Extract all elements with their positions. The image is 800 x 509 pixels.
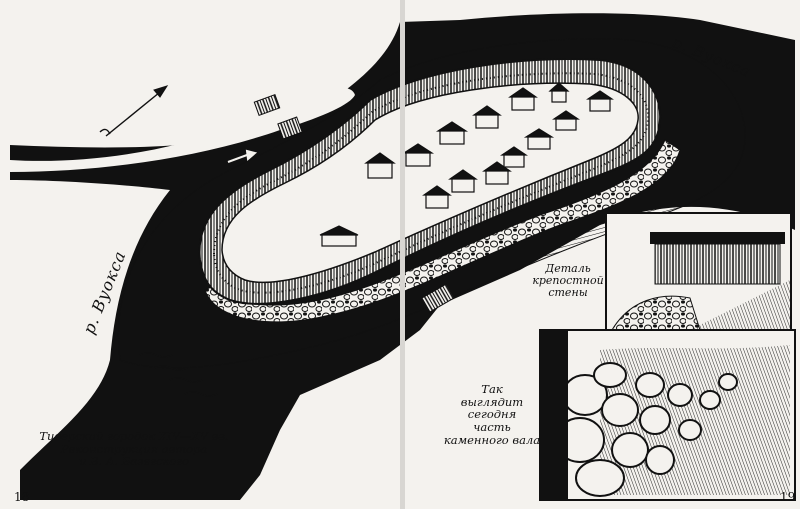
caption-main-line2: Реконструкция автора <box>60 441 208 456</box>
flow-arrows <box>175 132 550 273</box>
page-number-left: 18 <box>14 490 30 504</box>
page-gutter <box>400 0 405 509</box>
caption-stone-line4: часть <box>473 419 511 434</box>
north-arrow-icon <box>99 85 169 137</box>
caption-detail-line1: Деталь <box>545 262 591 275</box>
water-ripples <box>139 352 218 397</box>
page-number-right: 19 <box>780 490 796 504</box>
inset-stone-drawing <box>540 330 790 500</box>
caption-stone-rampart: Так выглядит сегодня часть каменного вал… <box>442 383 542 446</box>
caption-detail-line2: крепостной <box>532 274 604 288</box>
caption-main: Тиверский городок XIV—XV вв. Реконструкц… <box>34 430 234 468</box>
caption-detail-line3: стены <box>548 286 588 300</box>
caption-stone-line5: каменного вала <box>443 432 541 447</box>
caption-main-line3: и В. А. Базегского <box>78 454 189 469</box>
caption-stone-line1: Так <box>481 382 503 396</box>
caption-stone-line2: выглядит <box>460 394 524 409</box>
caption-wall-detail: Деталь крепостной стены <box>528 262 608 300</box>
wall-walk <box>212 72 650 294</box>
caption-main-line1: Тиверский городок XIV—XV вв. <box>39 429 229 443</box>
river-inlet <box>10 87 355 172</box>
bridges <box>253 94 455 313</box>
stone-rampart <box>204 139 681 323</box>
caption-stone-line3: сегодня <box>467 407 517 422</box>
houses <box>319 82 614 247</box>
river-sand-bank <box>10 20 400 140</box>
inset-wall-drawing <box>611 232 790 331</box>
